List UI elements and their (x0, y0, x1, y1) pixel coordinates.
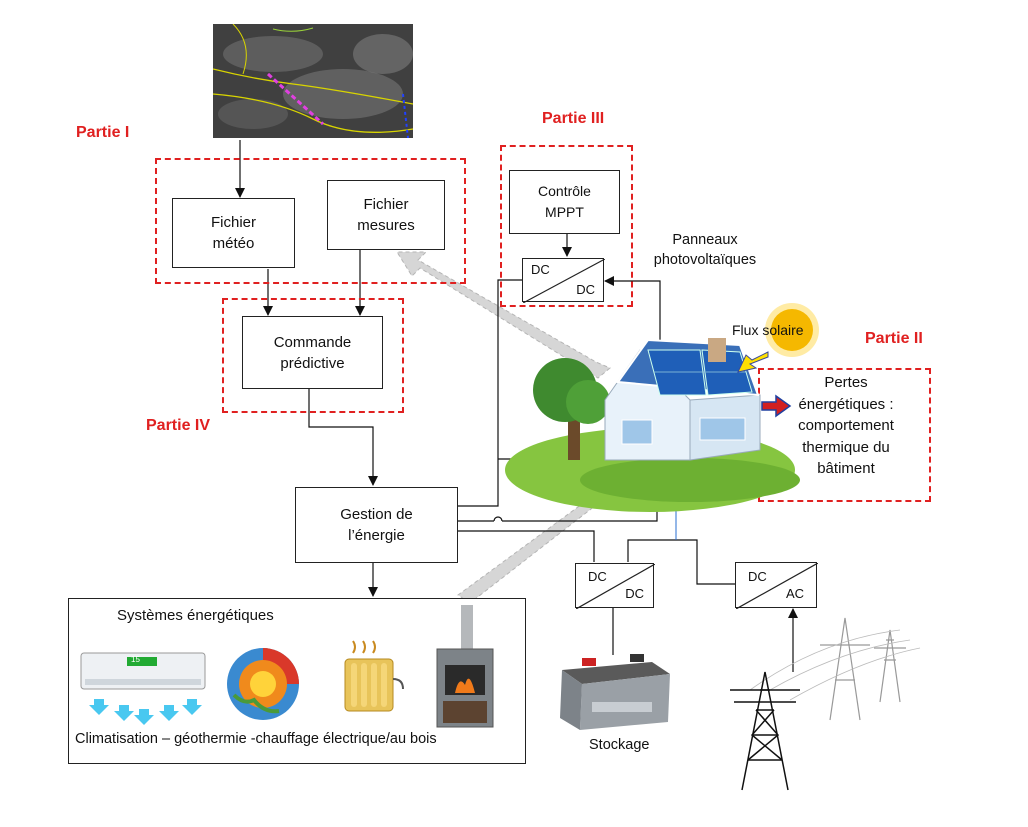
label-line: Panneaux (672, 232, 738, 248)
fichier-mesures-box: Fichier mesures (327, 180, 445, 250)
label-line: bâtiment (817, 460, 875, 477)
electric-radiator-icon (339, 639, 409, 717)
partie-2-label: Partie II (865, 330, 923, 347)
converter-input: DC (748, 569, 767, 584)
dc-dc-converter-pv: DC DC (522, 258, 605, 303)
dc-ac-converter: DC AC (735, 562, 818, 609)
converter-output: DC (576, 282, 595, 297)
box-line: Fichier (363, 196, 409, 213)
fichier-meteo-box: Fichier météo (172, 198, 295, 268)
converter-input: DC (531, 262, 550, 277)
partie-3-frame (500, 145, 633, 307)
box-line: prédictive (280, 354, 345, 372)
partie-1-frame (155, 158, 466, 284)
partie-1-label: Partie I (76, 124, 130, 141)
wood-stove-icon (431, 605, 499, 729)
partie-4-label: Partie IV (146, 417, 211, 434)
label-line: énergétiques : (798, 395, 894, 413)
box-line: Commande (273, 333, 352, 351)
label-line: comportement (798, 417, 894, 434)
label-line: photovoltaïques (653, 252, 757, 268)
partie-3-label: Partie III (542, 110, 605, 127)
box-line: MPPT (545, 204, 584, 220)
air-conditioner-icon: 15 (79, 651, 209, 729)
flux-solaire-label: Flux solaire (732, 322, 804, 338)
converter-output: AC (785, 586, 804, 601)
battery-icon (552, 652, 674, 732)
systemes-caption: Climatisation – géothermie -chauffage él… (75, 731, 437, 747)
dc-dc-converter-storage: DC DC (575, 563, 655, 609)
satellite-weather-image (213, 24, 413, 138)
box-line: Gestion de (340, 506, 413, 523)
box-line: météo (212, 235, 255, 252)
converter-input: DC (588, 569, 607, 584)
box-line: mesures (357, 217, 415, 234)
controle-mppt-box: Contrôle MPPT (509, 170, 620, 234)
ac-display: 15 (131, 655, 140, 664)
label-line: thermique du (802, 438, 890, 456)
systemes-energetiques-box: Systèmes énergétiques 15 (68, 598, 526, 764)
panneaux-label: Panneaux photovoltaïques (640, 230, 770, 270)
pertes-text: Pertes énergétiques : comportement therm… (772, 372, 920, 480)
systemes-title: Systèmes énergétiques (117, 607, 274, 624)
commande-predictive-box: Commande prédictive (242, 316, 383, 389)
gestion-energie-box: Gestion de l’énergie (295, 487, 458, 563)
partie-4-frame (222, 298, 404, 413)
converter-output: DC (625, 586, 644, 601)
stockage-label: Stockage (589, 737, 650, 753)
geothermal-earth-icon (224, 645, 302, 723)
box-line: Fichier (210, 214, 256, 231)
label-line: Pertes (824, 374, 868, 391)
sun-icon (762, 300, 822, 360)
box-line: Contrôle (538, 183, 591, 199)
box-line: l’énergie (348, 527, 405, 544)
